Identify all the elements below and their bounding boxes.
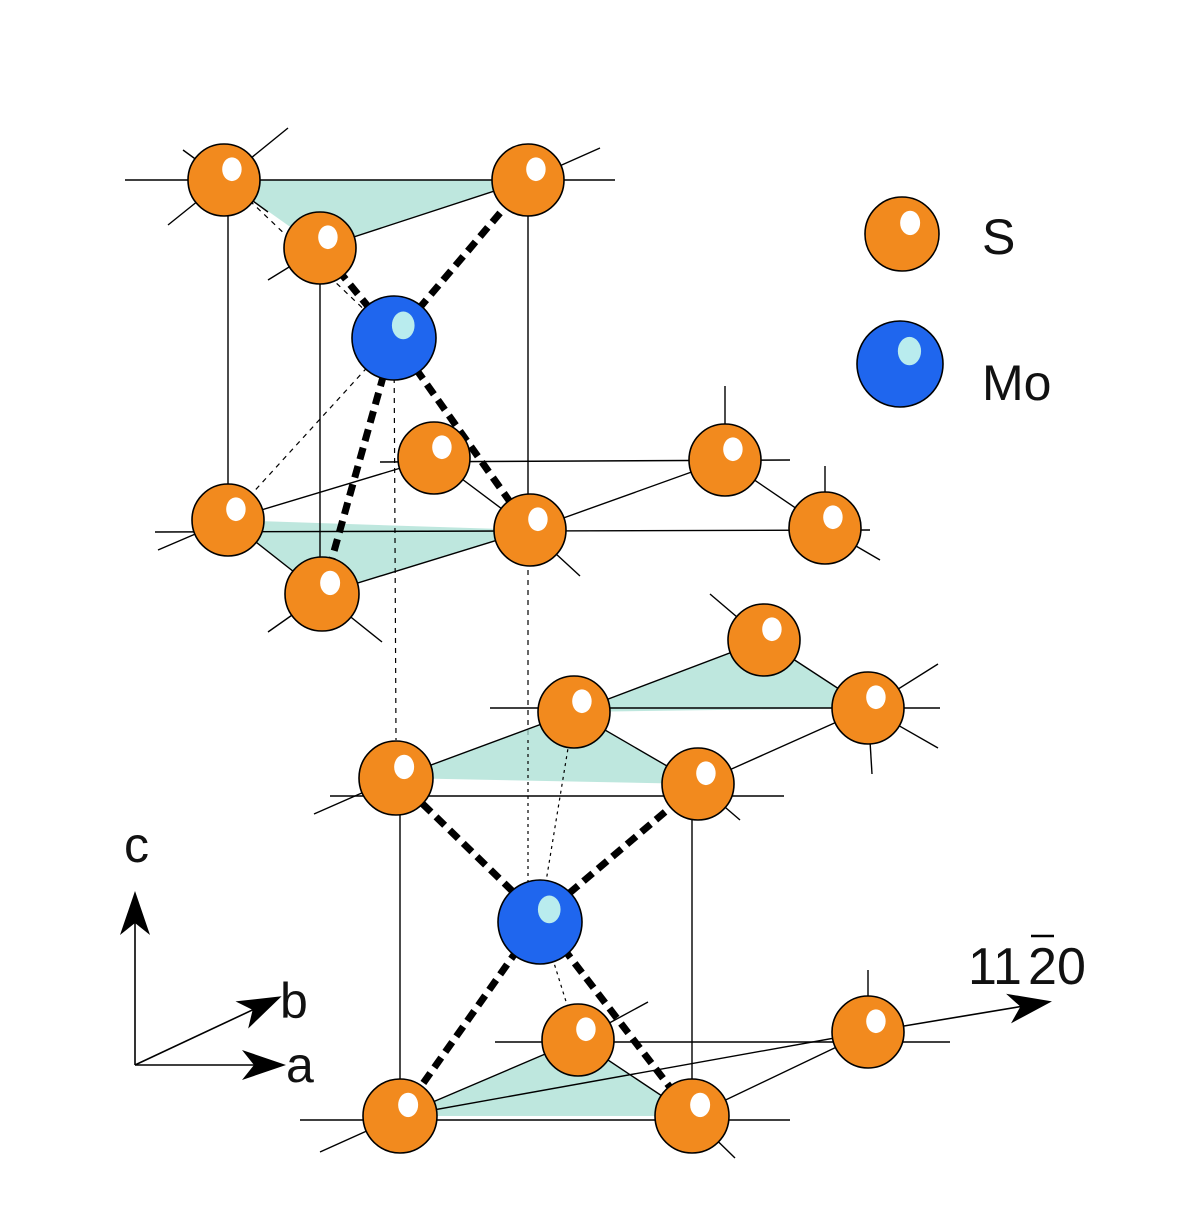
sulfur-atom xyxy=(831,995,905,1069)
molybdenum-atom xyxy=(351,295,437,381)
sulfur-atom xyxy=(788,491,862,565)
direction-label-suffix: 0 xyxy=(1057,938,1086,996)
molybdenum-atom xyxy=(497,879,583,965)
legend-sulfur-ball xyxy=(864,196,940,272)
legend-sulfur-atom-icon xyxy=(864,196,940,272)
b-axis-label: b xyxy=(280,973,308,1029)
b-axis-arrow xyxy=(134,996,282,1066)
sulfur-atom xyxy=(491,143,565,217)
direction-label-barred-digit: 2 xyxy=(1028,938,1057,996)
sulfur-atom xyxy=(493,493,567,567)
sulfur-atom xyxy=(362,1078,438,1154)
prism-face-lower-top xyxy=(396,712,698,784)
sulfur-atom xyxy=(654,1078,730,1154)
sulfur-atom xyxy=(397,421,471,495)
sulfur-atom xyxy=(541,1003,615,1077)
legend-molybdenum-ball xyxy=(856,320,944,408)
sulfur-atom xyxy=(537,675,611,749)
legend: S Mo xyxy=(856,196,1051,411)
prism-face-lower-bottom xyxy=(400,1040,692,1116)
atoms-group xyxy=(187,143,905,1154)
legend-sulfur-label: S xyxy=(982,209,1015,265)
sulfur-atom xyxy=(358,740,434,816)
legend-molybdenum-atom-icon xyxy=(856,320,944,408)
upper-hidden-edges xyxy=(227,179,529,741)
sulfur-atom xyxy=(283,211,357,285)
sulfur-atom xyxy=(661,747,735,821)
sulfur-atom xyxy=(187,143,261,217)
sulfur-atom xyxy=(191,483,265,557)
sulfur-atom xyxy=(727,603,801,677)
direction-11-20-label: 11 2 0 xyxy=(968,934,1086,996)
sulfur-atom xyxy=(284,556,360,632)
sulfur-atom xyxy=(688,423,762,497)
sulfur-atom xyxy=(831,671,905,745)
prism-face-lower-upper xyxy=(574,640,868,712)
lower-layer xyxy=(300,593,1052,1159)
legend-molybdenum-label: Mo xyxy=(982,355,1051,411)
c-axis-label: c xyxy=(124,817,149,873)
a-axis-label: a xyxy=(286,1037,314,1093)
axis-triad: c b a 11 2 0 xyxy=(120,817,1086,1093)
direction-label-prefix: 11 xyxy=(968,938,1022,996)
